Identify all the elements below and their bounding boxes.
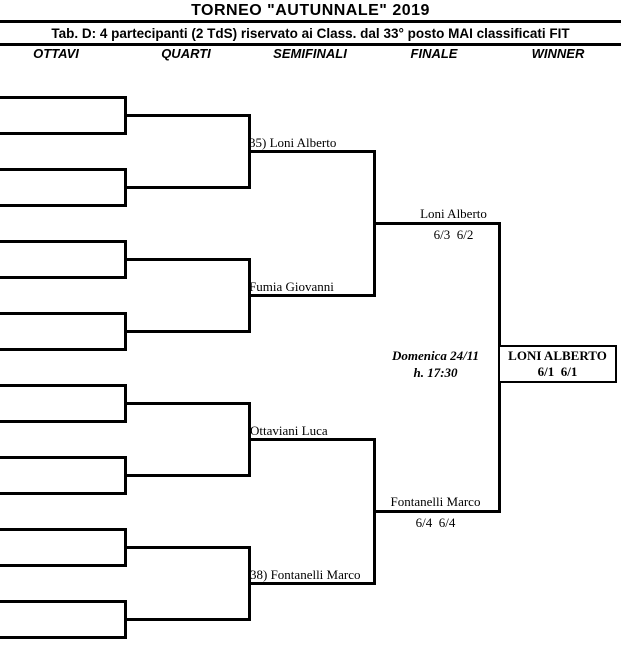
bracket-line: [124, 402, 251, 405]
bracket-line: [0, 528, 127, 531]
semifinalist-1: 35) Loni Alberto: [249, 135, 337, 150]
bracket-line: [0, 276, 127, 279]
bracket-line: [0, 420, 127, 423]
bracket-line: [0, 348, 127, 351]
bracket-line: [0, 312, 127, 315]
bracket-line: [0, 492, 127, 495]
bracket-line: [248, 438, 376, 441]
winner-score: 6/1 6/1: [537, 364, 578, 379]
column-header-semifinali: SEMIFINALI: [273, 46, 347, 61]
semifinalist-2: Fumia Giovanni: [249, 279, 334, 294]
bracket-line: [124, 474, 251, 477]
bracket-line: [0, 132, 127, 135]
bracket-line: [0, 384, 127, 387]
subtitle-divider: [0, 43, 621, 46]
bracket-line: [124, 330, 251, 333]
bracket-line: [248, 582, 376, 585]
bracket-line: [0, 96, 127, 99]
bracket-line: [124, 618, 251, 621]
title-divider: [0, 20, 621, 23]
bracket-line: [0, 636, 127, 639]
winner-name: LONI ALBERTO: [508, 348, 607, 363]
bracket-line: [248, 150, 376, 153]
bracket-line: [373, 222, 501, 225]
semifinalist-4: 38) Fontanelli Marco: [250, 567, 361, 582]
finalist-1-score: 6/3 6/2: [433, 227, 474, 242]
bracket-line: [0, 204, 127, 207]
bracket-line: [0, 564, 127, 567]
bracket-line: [124, 258, 251, 261]
column-header-quarti: QUARTI: [161, 46, 211, 61]
winner-box: LONI ALBERTO 6/1 6/1: [498, 345, 617, 383]
tournament-title: TORNEO "AUTUNNALE" 2019: [191, 2, 430, 19]
bracket-line: [124, 546, 251, 549]
bracket-line: [124, 186, 251, 189]
bracket-line: [0, 240, 127, 243]
finalist-2-score: 6/4 6/4: [415, 515, 456, 530]
bracket-line: [0, 168, 127, 171]
bracket-line: [373, 510, 501, 513]
finalist-1-name: Loni Alberto: [420, 206, 487, 221]
column-header-ottavi: OTTAVI: [33, 46, 79, 61]
bracket-line: [124, 114, 251, 117]
tournament-subtitle: Tab. D: 4 partecipanti (2 TdS) riservato…: [51, 26, 570, 41]
finalist-2-name: Fontanelli Marco: [390, 494, 481, 509]
column-header-finale: FINALE: [410, 46, 458, 61]
column-header-winner: WINNER: [531, 46, 585, 61]
bracket-line: [0, 456, 127, 459]
final-match-time: h. 17:30: [413, 365, 458, 380]
semifinalist-3: Ottaviani Luca: [250, 423, 328, 438]
bracket-line: [248, 294, 376, 297]
bracket-line: [0, 600, 127, 603]
final-match-date: Domenica 24/11: [391, 348, 480, 363]
